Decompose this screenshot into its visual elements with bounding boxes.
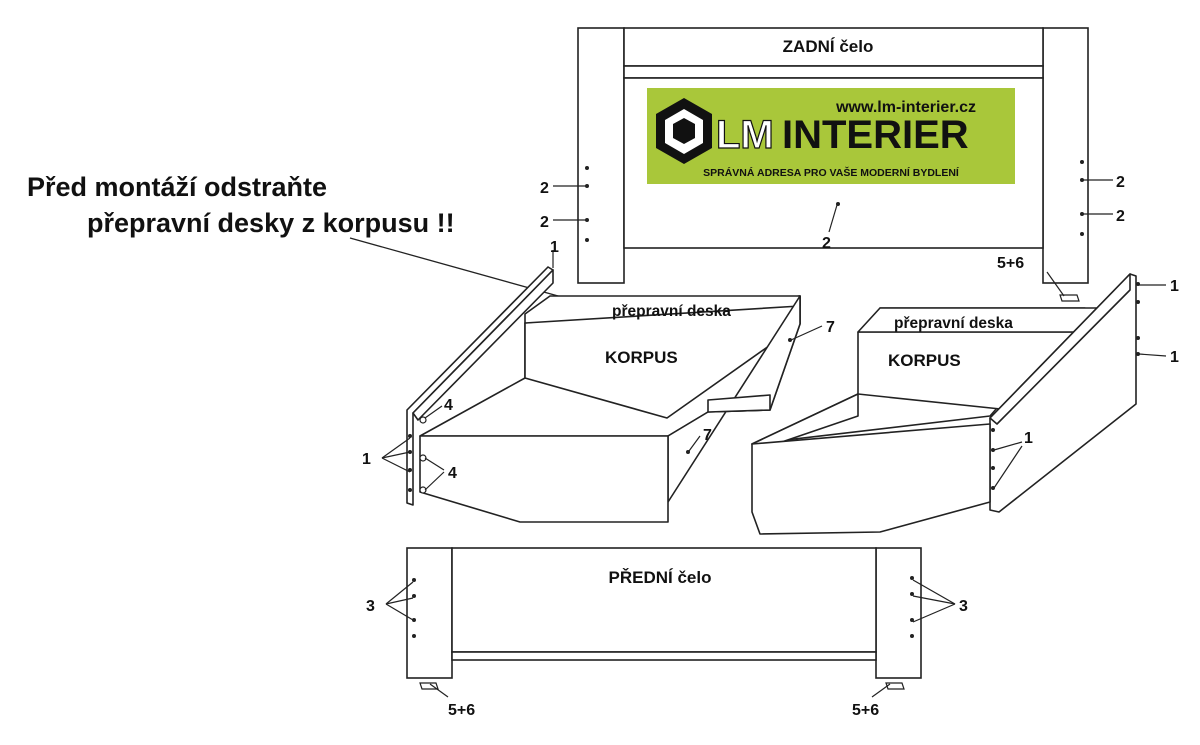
- label-2-back-center: 2: [822, 235, 831, 252]
- right-drawer-front: [751, 423, 991, 535]
- left-transport-label: přepravní deska: [612, 303, 731, 320]
- front-panel-bottom-strip: [451, 651, 877, 661]
- back-right-leg: [1042, 27, 1089, 284]
- label-1-right-front: 1: [1024, 430, 1033, 447]
- label-1-left-top: 1: [550, 239, 559, 256]
- label-7-left-top: 7: [826, 319, 835, 336]
- logo-tagline: SPRÁVNÁ ADRESA PRO VAŠE MODERNÍ BYDLENÍ: [703, 166, 960, 179]
- back-headboard-label: ZADNÍ čelo: [783, 37, 874, 56]
- label-7-left-inner: 7: [703, 427, 712, 444]
- logo-brand-name: INTERIER: [782, 113, 969, 157]
- back-leaders: [553, 179, 1113, 233]
- foot-pad-back-right: [1059, 294, 1080, 302]
- left-drawer-front: [419, 435, 669, 523]
- left-korpus-label: KORPUS: [605, 348, 678, 367]
- back-left-leg: [577, 27, 625, 284]
- right-drawer-holes: [991, 282, 1140, 490]
- label-4-left-upper: 4: [444, 397, 453, 414]
- label-1-right-top: 1: [1170, 278, 1179, 295]
- label-3-front-left: 3: [366, 598, 375, 615]
- warning-line-2: přepravní desky z korpusu !!: [87, 208, 455, 238]
- logo-brand-lm: LM: [716, 113, 774, 157]
- foot-pad-front-left: [419, 682, 439, 690]
- label-56-front-right: 5+6: [852, 702, 879, 719]
- foot-pad-front-right: [885, 682, 905, 690]
- right-korpus: [751, 273, 1137, 535]
- label-1-right-mid: 1: [1170, 349, 1179, 366]
- logo-url: www.lm-interier.cz: [835, 99, 976, 116]
- front-holes: [412, 576, 914, 638]
- right-drawer-leaders: [993, 284, 1167, 489]
- label-3-front-right: 3: [959, 598, 968, 615]
- front-footboard-label: PŘEDNÍ čelo: [609, 568, 712, 587]
- label-2-back-right-lower: 2: [1116, 208, 1125, 225]
- front-footboard: [406, 547, 922, 690]
- front-leaders: [385, 579, 956, 698]
- back-holes: [585, 160, 1084, 242]
- right-transport-label: přepravní deska: [894, 315, 1013, 332]
- label-2-back-right-upper: 2: [1116, 174, 1125, 191]
- label-1-left-side: 1: [362, 451, 371, 468]
- label-2-back-left-upper: 2: [540, 180, 549, 197]
- front-left-leg: [406, 547, 453, 679]
- front-right-leg: [875, 547, 922, 679]
- label-2-back-left-lower: 2: [540, 214, 549, 231]
- label-56-back-right: 5+6: [997, 255, 1024, 272]
- label-56-front-left: 5+6: [448, 702, 475, 719]
- warning-line-1: Před montáží odstraňte: [27, 172, 327, 202]
- back-rail-shadow: [623, 65, 1044, 79]
- brand-logo: www.lm-interier.cz LM INTERIER SPRÁVNÁ A…: [647, 88, 1015, 184]
- label-4-left-lower: 4: [448, 465, 457, 482]
- right-korpus-label: KORPUS: [888, 351, 961, 370]
- front-panel: [451, 547, 877, 653]
- left-transport-board: [524, 295, 801, 324]
- left-korpus: [406, 266, 801, 523]
- left-drawer-leaders: [381, 250, 823, 491]
- cube-logo-icon: [656, 98, 712, 164]
- left-drawer-holes: [408, 338, 792, 494]
